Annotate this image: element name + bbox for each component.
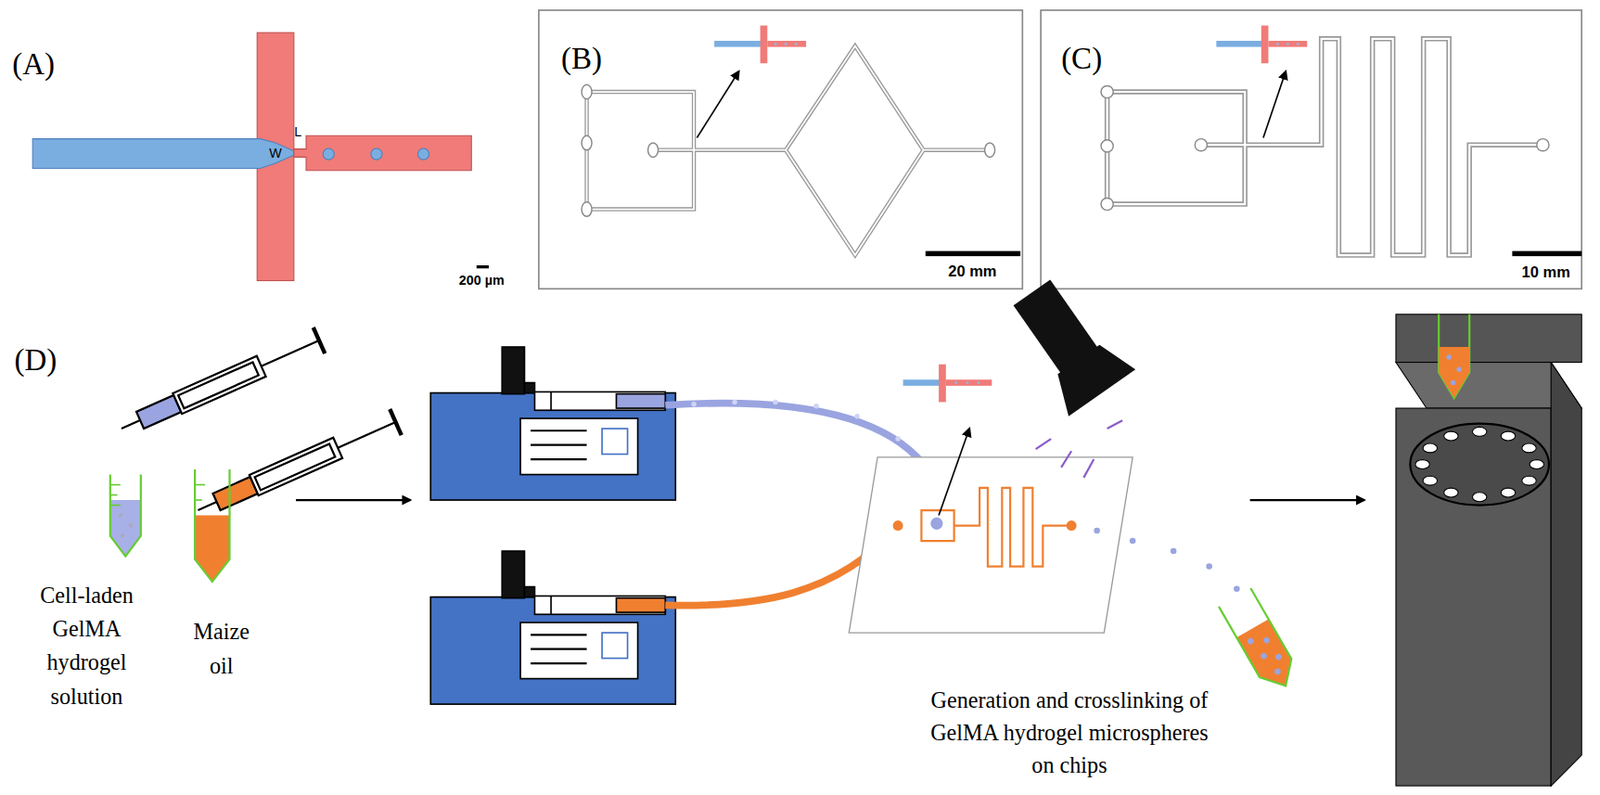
rotor-hole — [1444, 487, 1459, 498]
rotor-hole — [1500, 487, 1515, 498]
figure-label: 200 µm — [446, 272, 518, 289]
figure-label: 10 mm — [1505, 263, 1588, 282]
rotor-hole — [1422, 475, 1437, 486]
setup-drawing — [110, 268, 1582, 786]
figure-label: 20 mm — [926, 262, 1019, 282]
figure-label: L — [287, 124, 308, 141]
rotor-hole — [1522, 443, 1536, 453]
figure-label: (D) — [13, 342, 57, 380]
rotor-hole — [1415, 460, 1430, 470]
figure-label: Generation and crosslinking of GelMA hyd… — [925, 683, 1214, 781]
junction-drawing — [32, 32, 489, 281]
figure-label: W — [265, 145, 286, 162]
figure-label: Cell-laden GelMA hydrogel solution — [26, 578, 148, 714]
figure-label: (B) — [561, 40, 602, 78]
rotor-hole — [1472, 492, 1486, 502]
chip-b — [538, 10, 1023, 289]
figure-label: (C) — [1061, 40, 1102, 78]
figure-label: Maize oil — [180, 614, 263, 683]
rotor-hole — [1472, 426, 1486, 436]
figure-label: (A) — [12, 46, 55, 84]
rotor-hole — [1422, 443, 1437, 453]
rotor-hole — [1529, 460, 1544, 470]
rotor-hole — [1500, 431, 1515, 441]
rotor-hole — [1444, 431, 1459, 441]
chip-c — [1040, 10, 1582, 289]
rotor-hole — [1522, 475, 1536, 486]
